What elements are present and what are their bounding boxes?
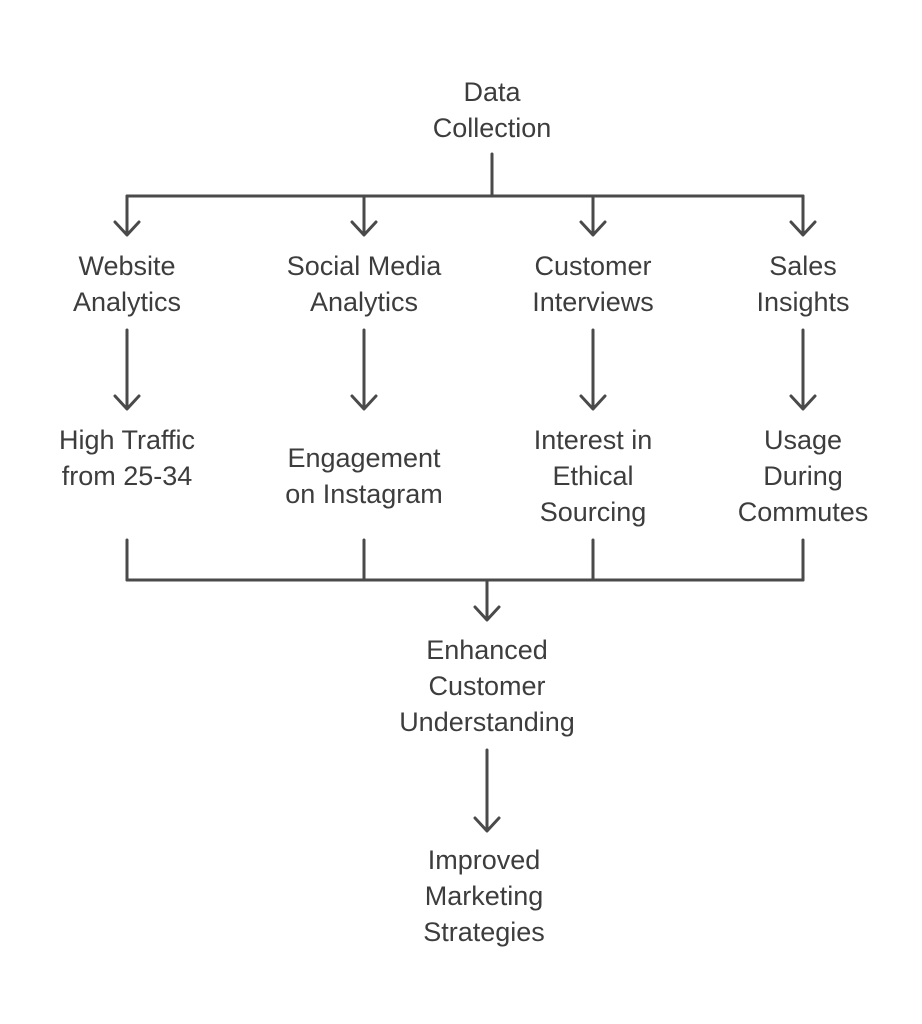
- node-text-line: Ethical: [552, 461, 634, 491]
- node-text-line: Interviews: [532, 287, 654, 317]
- node-text-line: Improved: [427, 845, 541, 875]
- node-text-line: Sourcing: [539, 497, 647, 527]
- node-text-line: Customer: [428, 671, 546, 701]
- node-high-traffic: High Traffic from 25-34: [17, 422, 237, 494]
- node-text-line: Collection: [432, 113, 552, 143]
- arrow-sales-to-finding: [789, 328, 817, 411]
- node-text-line: During: [763, 461, 843, 491]
- node-social-media-analytics: Social Media Analytics: [251, 248, 477, 320]
- node-text-line: Usage: [763, 425, 843, 455]
- node-text-line: Enhanced: [426, 635, 548, 665]
- node-instagram-engagement: Engagement on Instagram: [249, 440, 479, 512]
- node-improved-strategies: Improved Marketing Strategies: [384, 842, 584, 950]
- node-text-line: Commutes: [737, 497, 869, 527]
- node-customer-interviews: Customer Interviews: [488, 248, 698, 320]
- node-text-line: from 25-34: [61, 461, 193, 491]
- node-text-line: High Traffic: [58, 425, 196, 455]
- node-text-line: Understanding: [399, 707, 575, 737]
- arrow-interviews-to-finding: [579, 328, 607, 411]
- node-text-line: Data: [463, 77, 521, 107]
- node-text-line: Customer: [534, 251, 652, 281]
- node-website-analytics: Website Analytics: [27, 248, 227, 320]
- arrow-to-website-analytics: [113, 194, 141, 237]
- arrow-to-customer-interviews: [579, 194, 607, 237]
- arrow-to-sales-insights: [789, 194, 817, 237]
- node-text-line: Strategies: [423, 917, 545, 947]
- node-text-line: on Instagram: [285, 479, 443, 509]
- node-text-line: Sales: [769, 251, 837, 281]
- node-text-line: Insights: [756, 287, 850, 317]
- node-ethical-sourcing: Interest in Ethical Sourcing: [488, 422, 698, 530]
- node-text-line: Engagement: [287, 443, 441, 473]
- node-usage-commutes: Usage During Commutes: [703, 422, 903, 530]
- node-text-line: Marketing: [424, 881, 544, 911]
- node-enhanced-understanding: Enhanced Customer Understanding: [367, 632, 607, 740]
- arrow-social-to-finding: [350, 328, 378, 411]
- node-text-line: Social Media: [286, 251, 442, 281]
- node-text-line: Analytics: [309, 287, 419, 317]
- node-text-line: Analytics: [72, 287, 182, 317]
- arrow-to-improved-strategies: [473, 748, 501, 833]
- node-data-collection: Data Collection: [392, 74, 592, 146]
- node-text-line: Interest in: [533, 425, 653, 455]
- arrow-to-enhanced-understanding: [473, 578, 501, 622]
- arrow-to-social-media-analytics: [350, 194, 378, 237]
- node-text-line: Website: [78, 251, 176, 281]
- node-sales-insights: Sales Insights: [703, 248, 903, 320]
- arrow-website-to-finding: [113, 328, 141, 411]
